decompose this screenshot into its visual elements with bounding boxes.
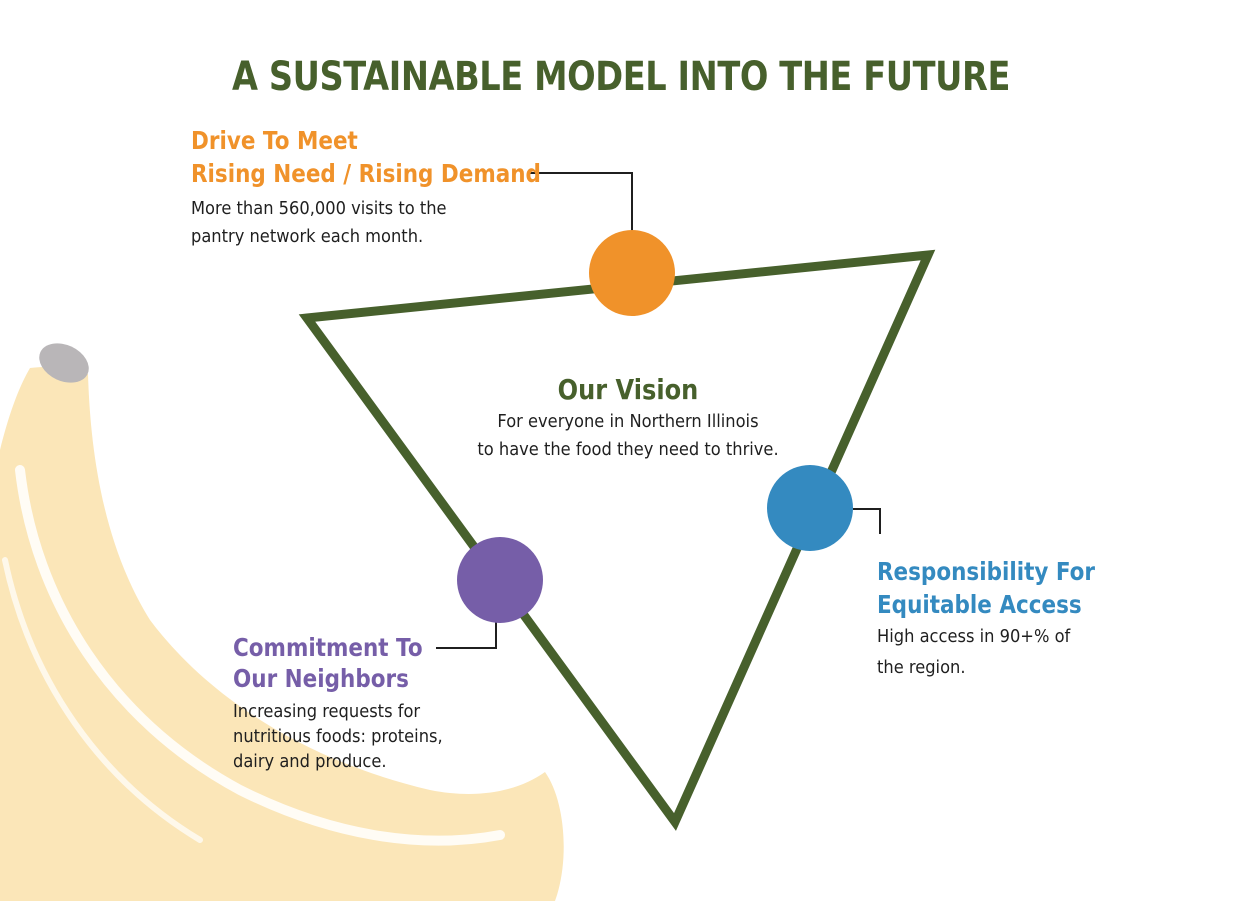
access-description-line: High access in 90+% of <box>877 627 1071 647</box>
neighbors-description: Increasing requests for nutritious foods… <box>233 700 443 775</box>
demand-heading-line: Drive To Meet <box>191 126 358 155</box>
demand-heading-line: Rising Need / Rising Demand <box>191 159 541 188</box>
access-description: High access in 90+% of the region. <box>877 622 1070 684</box>
banana-stem <box>39 343 89 383</box>
vision-line: For everyone in Northern Illinois <box>497 412 759 432</box>
demand-heading: Drive To Meet Rising Need / Rising Deman… <box>191 124 541 190</box>
banana-highlight <box>15 465 505 846</box>
banana-decoration <box>0 343 564 901</box>
neighbors-heading-line: Our Neighbors <box>233 664 409 693</box>
vision-description: For everyone in Northern Illinois to hav… <box>423 408 832 464</box>
neighbors-heading-line: Commitment To <box>233 633 423 662</box>
vision-line: to have the food they need to thrive. <box>477 440 779 460</box>
access-heading: Responsibility For Equitable Access <box>877 555 1095 621</box>
demand-description-line: pantry network each month. <box>191 227 424 247</box>
access-description-line: the region. <box>877 658 966 678</box>
demand-description-line: More than 560,000 visits to the <box>191 199 447 219</box>
vision-title: Our Vision <box>557 373 699 406</box>
node-access <box>767 465 853 551</box>
neighbors-description-line: Increasing requests for <box>233 702 421 722</box>
banana-highlight-2 <box>2 557 203 843</box>
connector-access <box>853 508 881 534</box>
neighbors-description-line: dairy and produce. <box>233 752 387 772</box>
node-neighbors <box>457 537 543 623</box>
node-demand <box>589 230 675 316</box>
demand-description: More than 560,000 visits to the pantry n… <box>191 195 447 251</box>
access-heading-line: Responsibility For <box>877 557 1096 586</box>
neighbors-heading: Commitment To Our Neighbors <box>233 632 423 694</box>
banana-body <box>0 366 564 901</box>
connector-demand <box>528 172 633 232</box>
connector-neighbors <box>436 622 497 649</box>
neighbors-description-line: nutritious foods: proteins, <box>233 727 443 747</box>
access-heading-line: Equitable Access <box>877 590 1082 619</box>
page-title: A SUSTAINABLE MODEL INTO THE FUTURE <box>231 54 1010 100</box>
